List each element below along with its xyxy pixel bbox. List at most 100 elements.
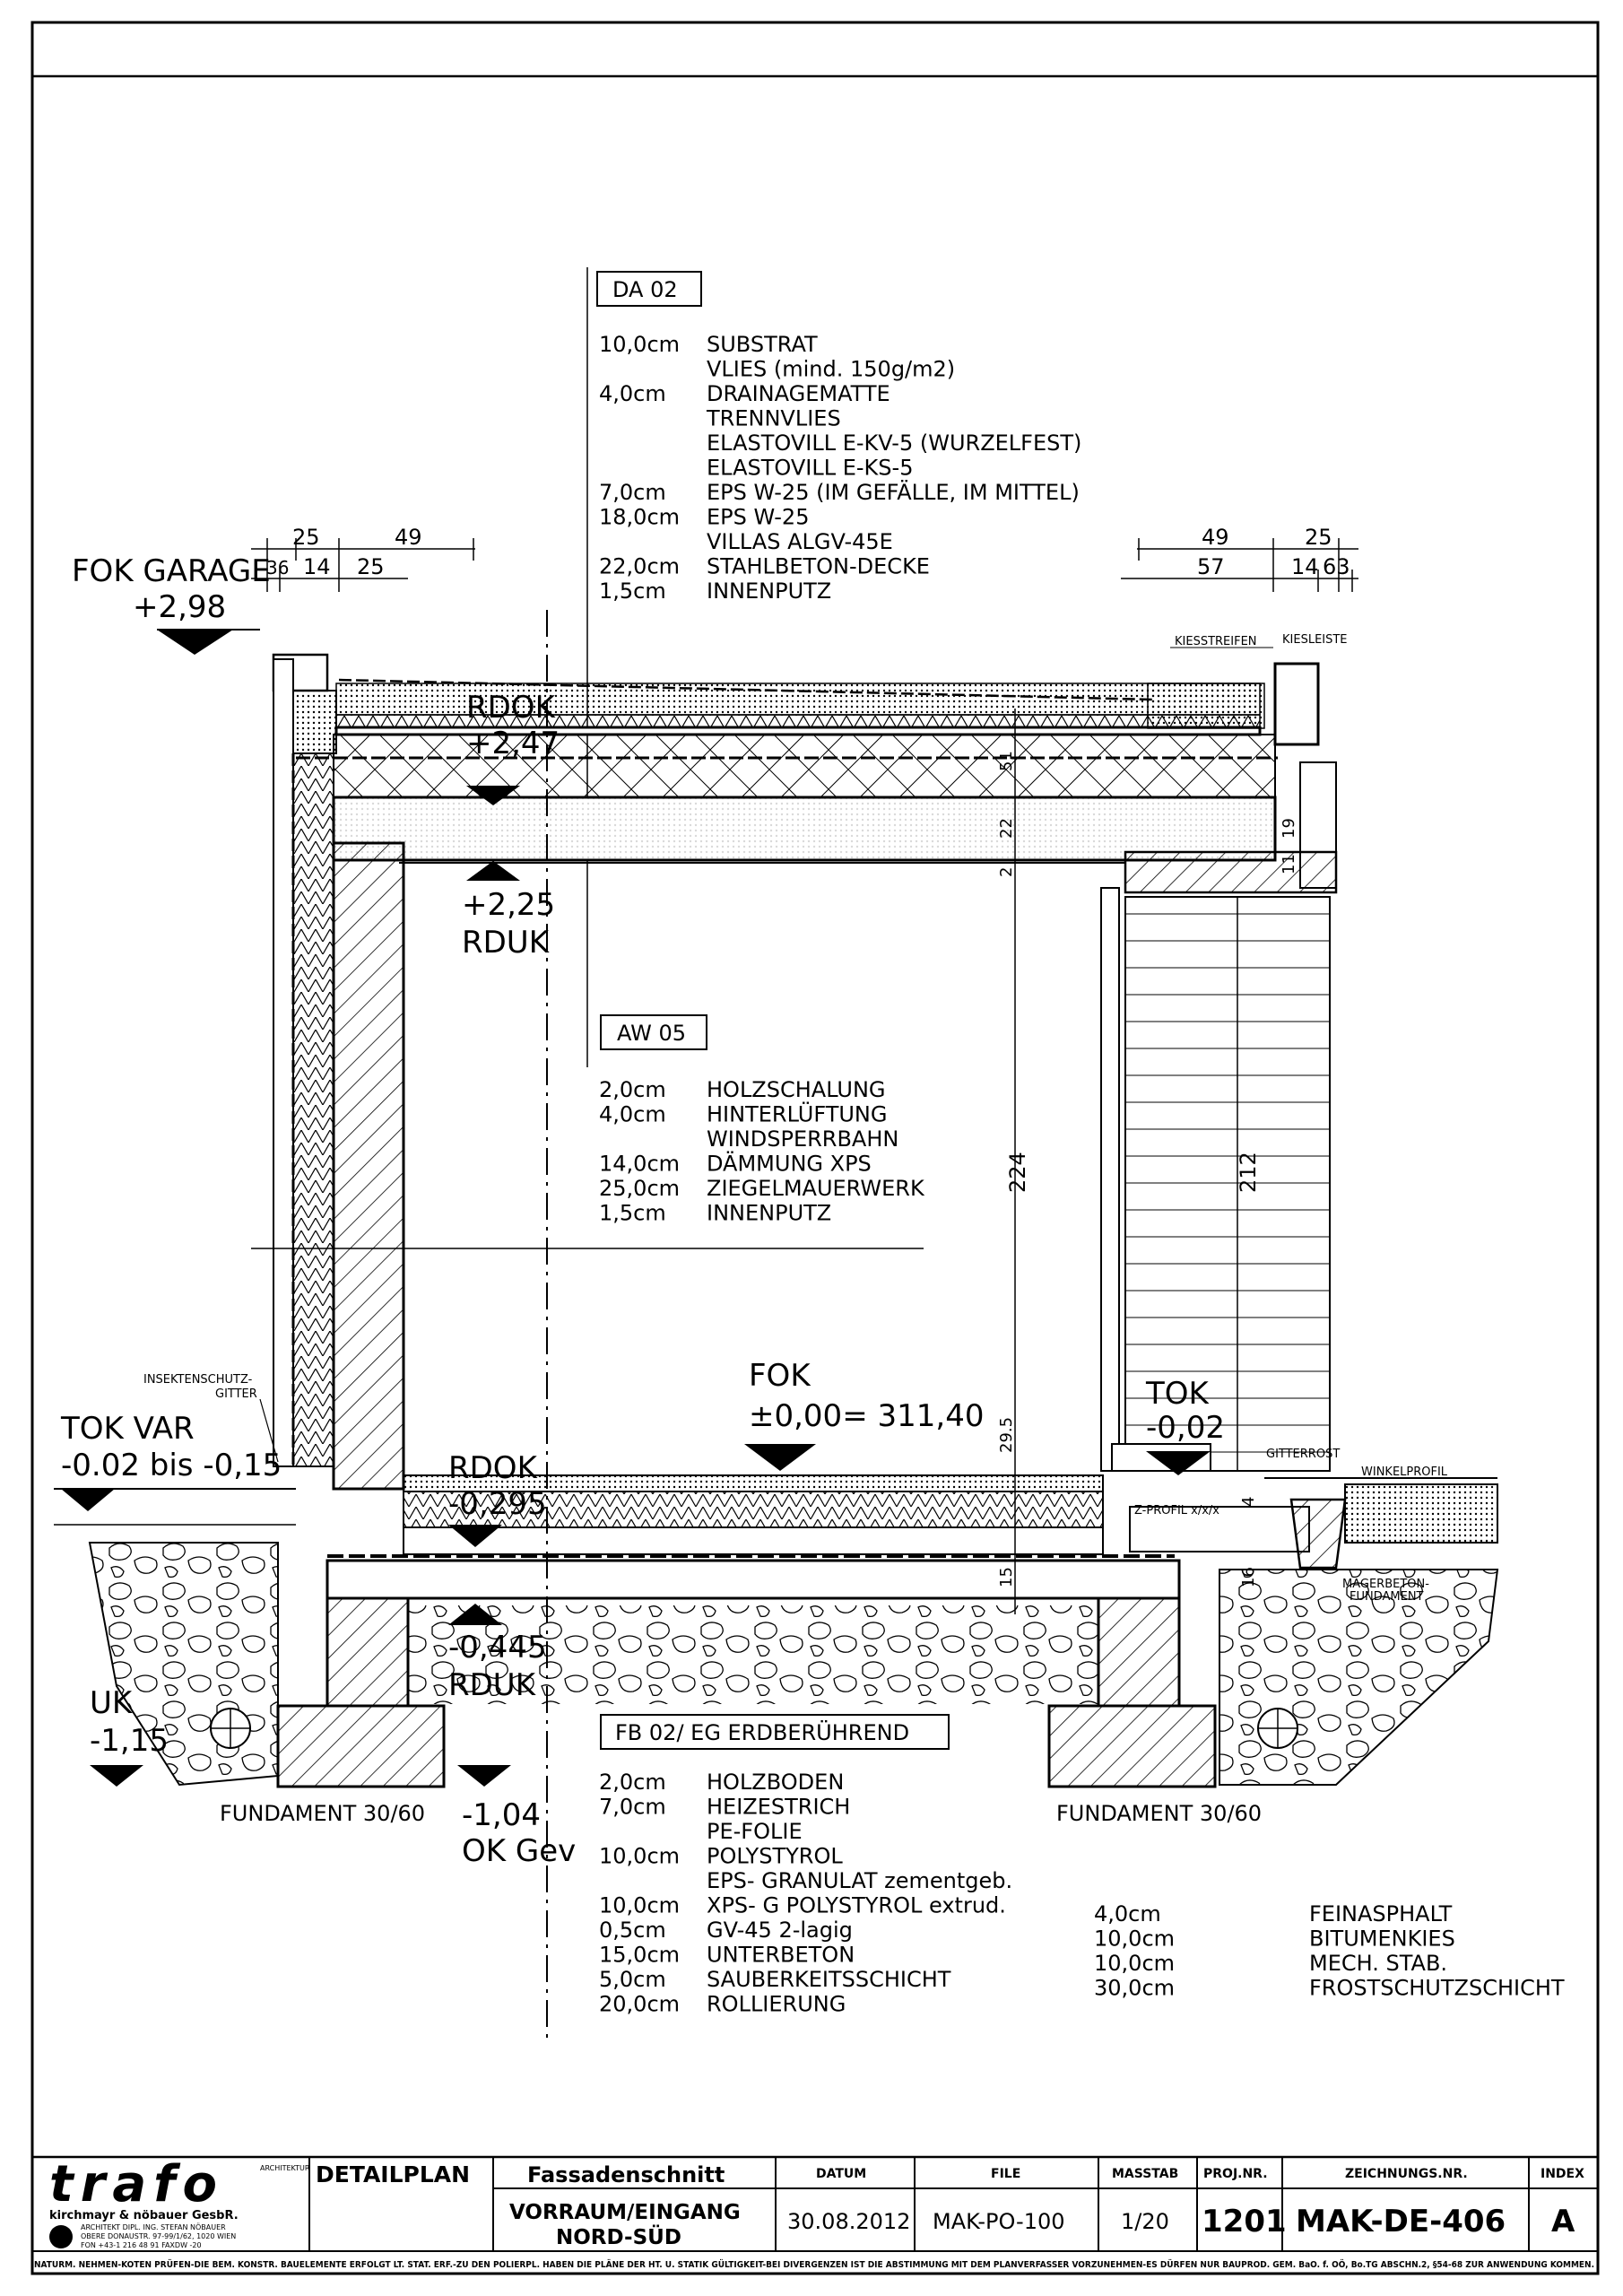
dim-224: 224 xyxy=(1005,1152,1030,1193)
aw05-layer-material: ZIEGELMAUERWERK xyxy=(707,1176,925,1201)
annotation-fundament-right: FUNDAMENT 30/60 xyxy=(1056,1801,1262,1826)
level-fok-garage-value: +2,98 xyxy=(133,589,226,625)
level-uk-label: UK xyxy=(90,1685,134,1721)
da02-layer-material: STAHLBETON-DECKE xyxy=(707,554,930,579)
fb02-layer-thickness: 5,0cm xyxy=(599,1967,666,1992)
dim-22: 22 xyxy=(997,818,1016,839)
level-rdok-bottom-value: -0,295 xyxy=(448,1486,547,1522)
spec-code-da02: DA 02 xyxy=(612,277,678,302)
address-line-2: OBERE DONAUSTR. 97-99/1/62, 1020 WIEN xyxy=(81,2232,236,2240)
level-rduk-value: +2,25 xyxy=(462,887,555,923)
level-gw-marker xyxy=(457,1765,511,1787)
dim-63: 63 xyxy=(1323,554,1350,579)
plan-subtitle-2: NORD-SÜD xyxy=(556,2224,681,2249)
header-index: INDEX xyxy=(1541,2167,1584,2181)
aw05-layer-material: HOLZSCHALUNG xyxy=(707,1077,886,1102)
level-uk-marker xyxy=(90,1765,143,1787)
value-index: A xyxy=(1551,2204,1575,2239)
dim-14-right: 14 xyxy=(1291,554,1319,579)
da02-layer-thickness: 7,0cm xyxy=(599,480,666,505)
da02-layer-material: DRAINAGEMATTE xyxy=(707,381,890,406)
dim-16: 16 xyxy=(1239,1567,1258,1587)
roof-section xyxy=(272,653,1338,894)
fb02-layer-thickness: 7,0cm xyxy=(599,1795,666,1820)
level-gw-value: -1,04 xyxy=(462,1797,541,1833)
da02-layer-thickness: 10,0cm xyxy=(599,332,680,357)
plan-title: Fassadenschnitt xyxy=(527,2162,725,2187)
outside-layer-material: FROSTSCHUTZSCHICHT xyxy=(1309,1976,1565,2001)
outside-layer-material: BITUMENKIES xyxy=(1309,1926,1455,1952)
fb02-layer-material: POLYSTYROL xyxy=(707,1844,843,1869)
aw05-layer-thickness: 2,0cm xyxy=(599,1077,666,1102)
level-rduk-marker xyxy=(466,861,520,881)
dim-49-right: 49 xyxy=(1202,525,1229,550)
outside-layer-thickness: 4,0cm xyxy=(1094,1901,1161,1926)
outside-layer-thickness: 10,0cm xyxy=(1094,1951,1175,1976)
dim-36: 36 xyxy=(266,557,289,578)
floor-section xyxy=(276,1443,1310,1788)
annotation-magerbeton-2: FUNDAMENT xyxy=(1350,1590,1424,1604)
da02-layer-thickness: 4,0cm xyxy=(599,381,666,406)
title-block xyxy=(32,2155,1598,2252)
aw05-layer-material: DÄMMUNG XPS xyxy=(707,1151,872,1177)
spec-code-fb02: FB 02/ EG ERDBERÜHREND xyxy=(615,1719,909,1745)
outside-layer-thickness: 10,0cm xyxy=(1094,1926,1175,1952)
fb02-layer-thickness: 10,0cm xyxy=(599,1893,680,1918)
fb02-layer-material: UNTERBETON xyxy=(707,1943,855,1968)
plan-type: DETAILPLAN xyxy=(316,2161,470,2187)
address-line-3: FON +43-1 216 48 91 FAXDW -20 xyxy=(81,2241,202,2249)
annotation-kiesstreifen: KIESSTREIFEN xyxy=(1175,635,1257,648)
dim-212: 212 xyxy=(1236,1152,1261,1193)
spec-box-da02 xyxy=(596,271,702,307)
level-gw-label: OK Gev xyxy=(462,1833,576,1869)
value-masstab: 1/20 xyxy=(1121,2209,1169,2234)
da02-layer-material: VILLAS ALGV-45E xyxy=(707,529,893,554)
fb02-layer-thickness: 2,0cm xyxy=(599,1770,666,1795)
dim-11: 11 xyxy=(1280,854,1298,874)
aw05-layer-material: INNENPUTZ xyxy=(707,1201,831,1226)
dim-51: 51 xyxy=(997,751,1016,771)
dimensions-top-right xyxy=(1121,538,1358,592)
da02-layer-material: ELASTOVILL E-KV-5 (WURZELFEST) xyxy=(707,430,1081,456)
plan-subtitle-1: VORRAUM/EINGANG xyxy=(509,2201,741,2224)
header-zeichnr: ZEICHNUNGS.NR. xyxy=(1345,2167,1468,2181)
outside-layer-material: FEINASPHALT xyxy=(1309,1901,1453,1926)
aw05-layer-material: WINDSPERRBAHN xyxy=(707,1126,898,1152)
annotation-winkelprofil: WINKELPROFIL xyxy=(1361,1465,1448,1479)
value-file: MAK-PO-100 xyxy=(933,2209,1065,2234)
fb02-layer-material: GV-45 2-lagig xyxy=(707,1918,853,1943)
aw05-layer-thickness: 25,0cm xyxy=(599,1176,680,1201)
annotation-insektenschutz: INSEKTENSCHUTZ- xyxy=(143,1373,253,1387)
level-tok-var-value: -0.02 bis -0,15 xyxy=(61,1448,282,1483)
right-facade-section xyxy=(1100,887,1331,1472)
value-datum: 30.08.2012 xyxy=(787,2209,910,2234)
fb02-layer-thickness: 20,0cm xyxy=(599,1992,680,2017)
level-tok-value: -0,02 xyxy=(1146,1410,1225,1446)
footer-disclaimer: NATURM. NEHMEN-KOTEN PRÜFEN-DIE BEM. KON… xyxy=(34,2260,1594,2270)
level-fok-garage-label: FOK GARAGE xyxy=(72,553,271,589)
ground-left xyxy=(54,1488,296,1787)
level-rdok-top-marker xyxy=(466,786,520,805)
level-tok-var-marker xyxy=(61,1489,115,1511)
da02-layer-material: TRENNVLIES xyxy=(706,406,841,431)
dim-4: 4 xyxy=(1239,1497,1258,1507)
level-fok-marker xyxy=(744,1444,816,1471)
spec-box-fb02 xyxy=(600,1714,950,1750)
level-fok-value: ±0,00= 311,40 xyxy=(749,1398,984,1434)
dim-15: 15 xyxy=(997,1567,1016,1587)
logo-sup: ARCHITEKTUR xyxy=(260,2164,310,2172)
fb02-layer-material: EPS- GRANULAT zementgeb. xyxy=(707,1868,1012,1893)
spec-box-aw05 xyxy=(600,1014,707,1050)
aw05-layer-thickness: 4,0cm xyxy=(599,1102,666,1127)
da02-layer-material: ELASTOVILL E-KS-5 xyxy=(707,456,913,481)
firm-seal-icon xyxy=(49,2225,73,2248)
dim-49-top: 49 xyxy=(395,525,422,550)
address-line-1: ARCHITEKT DIPL. ING. STEFAN NÖBAUER xyxy=(81,2222,226,2231)
value-zeichnr: MAK-DE-406 xyxy=(1296,2204,1506,2239)
level-rduk-label: RDUK xyxy=(462,925,551,961)
dim-25-bot: 25 xyxy=(357,554,385,579)
fb02-layer-material: PE-FOLIE xyxy=(707,1819,803,1844)
fb02-layer-thickness: 10,0cm xyxy=(599,1844,680,1869)
